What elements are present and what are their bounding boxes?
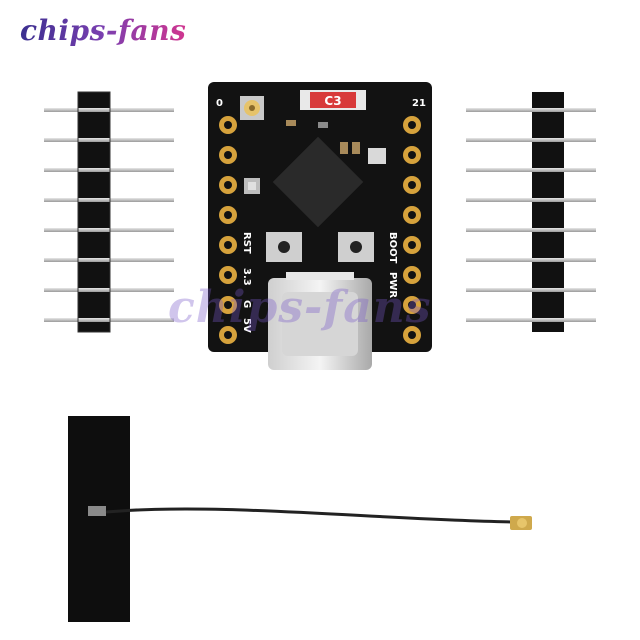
v33-label: 3.3 [241,268,252,286]
flex-antenna [68,416,532,622]
mcu-chip [272,136,364,228]
pwr-label: PWR [387,272,398,298]
rst-label: RST [241,232,252,254]
boot-label: BOOT [387,232,398,264]
red-component: C3 [300,90,366,110]
pin-0-label: 0 [216,98,223,109]
boot-button[interactable] [338,232,374,262]
chip-marking-label: C3 [324,94,341,108]
watermark: chips-fans [168,282,432,333]
pin-21-label: 21 [412,98,426,109]
gnd-label: G [241,300,252,308]
ufl-connector [240,96,264,120]
brand-logo: chips-fans [20,14,187,47]
left-pin-header [44,91,174,333]
v5-label: 5V [241,318,252,333]
usb-c-port [268,272,372,370]
right-pin-header [466,92,596,332]
crystal [368,148,386,164]
rst-button[interactable] [266,232,302,262]
microcontroller-board: C3 0 21 RST BOOT PWR 3.3 [208,82,432,370]
